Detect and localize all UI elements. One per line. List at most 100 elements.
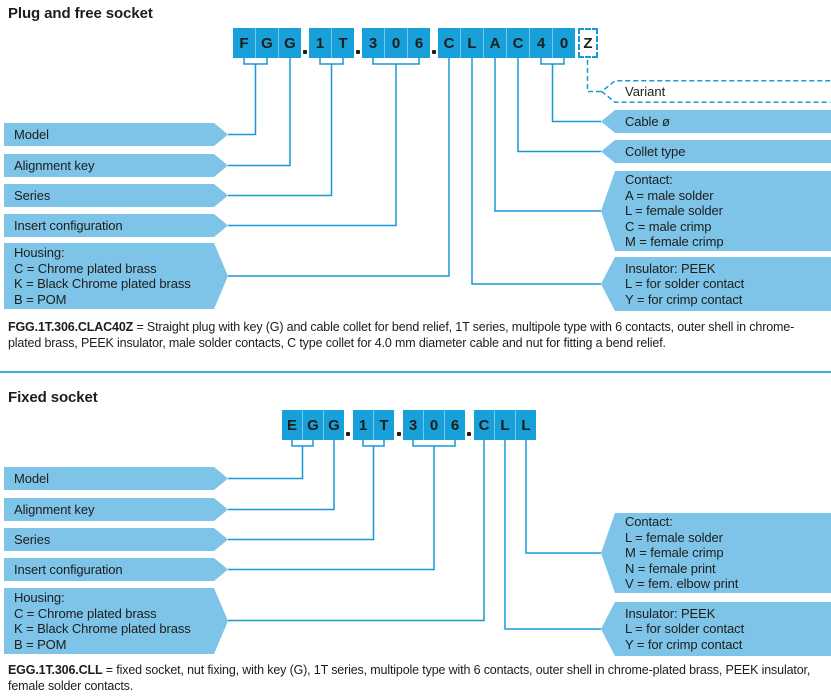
part-number-char: G	[303, 410, 323, 440]
part-number-char: L	[516, 410, 536, 440]
part-number-char: T	[332, 28, 354, 58]
label-text: C = male crimp	[625, 218, 712, 234]
label-text: Model	[14, 470, 49, 486]
label-text: Insert configuration	[14, 561, 123, 577]
part-number-char: E	[282, 410, 302, 440]
label-text: Contact:	[625, 514, 673, 530]
part-number-char: 6	[445, 410, 465, 440]
part-number-char: C	[474, 410, 494, 440]
section-title-fixed: Fixed socket	[8, 389, 98, 406]
label-text: Variant	[625, 84, 666, 99]
part-number-char: L	[461, 28, 483, 58]
label-text: C = Chrome plated brass	[14, 605, 157, 621]
part-number-char: 1	[309, 28, 331, 58]
label-text: Insulator: PEEK	[625, 605, 716, 621]
part-number-char: G	[324, 410, 344, 440]
group-separator-dot	[432, 50, 436, 54]
label-text: N = female print	[625, 560, 716, 576]
label-text: Insulator: PEEK	[625, 260, 716, 276]
label-alignment-key: Alignment key	[4, 498, 228, 521]
part-number-char: L	[495, 410, 515, 440]
group-separator-dot	[467, 432, 471, 436]
label-housing: Housing: C = Chrome plated brass K = Bla…	[4, 243, 228, 309]
part-number-char: C	[438, 28, 460, 58]
label-contact: Contact: A = male solder L = female sold…	[601, 171, 831, 251]
part-number-char: 6	[408, 28, 430, 58]
part-number-char: G	[256, 28, 278, 58]
label-cable-diameter: Cable ø	[601, 110, 831, 133]
part-number-char: 0	[553, 28, 575, 58]
label-text: K = Black Chrome plated brass	[14, 276, 191, 291]
label-insert-configuration: Insert configuration	[4, 558, 228, 581]
label-model: Model	[4, 123, 228, 146]
label-series: Series	[4, 528, 228, 551]
part-number-char: G	[279, 28, 301, 58]
label-text: Y = for crimp contact	[625, 636, 743, 652]
part-number-char: 0	[424, 410, 444, 440]
label-text: L = for solder contact	[625, 621, 745, 637]
label-insulator: Insulator: PEEK L = for solder contact Y…	[601, 257, 831, 311]
label-insert-configuration: Insert configuration	[4, 214, 228, 237]
label-collet-type: Collet type	[601, 140, 831, 163]
group-separator-dot	[397, 432, 401, 436]
label-insulator: Insulator: PEEK L = for solder contact Y…	[601, 602, 831, 656]
label-text: Collet type	[625, 143, 686, 159]
label-housing: Housing: C = Chrome plated brass K = Bla…	[4, 588, 228, 654]
label-text: Series	[14, 187, 51, 203]
label-text: B = POM	[14, 291, 67, 307]
label-model: Model	[4, 467, 228, 490]
label-text: Housing:	[14, 590, 65, 605]
group-separator-dot	[356, 50, 360, 54]
label-text: Series	[14, 531, 51, 547]
label-text: M = female crimp	[625, 545, 724, 561]
description-code: EGG.1T.306.CLL	[8, 663, 103, 677]
label-text: Alignment key	[14, 501, 95, 517]
part-number-char: 3	[362, 28, 384, 58]
label-text: Model	[14, 126, 49, 142]
group-separator-dot	[303, 50, 307, 54]
group-separator-dot	[346, 432, 350, 436]
label-text: L = female solder	[625, 203, 723, 219]
part-number-char: 3	[403, 410, 423, 440]
description-fixed: EGG.1T.306.CLL = fixed socket, nut fixin…	[8, 663, 826, 694]
part-number-char: F	[233, 28, 255, 58]
part-number-char: 4	[530, 28, 552, 58]
label-contact: Contact: L = female solder M = female cr…	[601, 513, 831, 593]
label-text: Cable ø	[625, 113, 670, 129]
label-text: L = female solder	[625, 529, 723, 545]
label-text: L = for solder contact	[625, 276, 745, 292]
description-text: = Straight plug with key (G) and cable c…	[8, 320, 795, 350]
part-number-char: C	[507, 28, 529, 58]
label-text: K = Black Chrome plated brass	[14, 621, 191, 636]
label-text: Insert configuration	[14, 217, 123, 233]
part-number-char: T	[374, 410, 394, 440]
section-title-plug: Plug and free socket	[8, 5, 153, 22]
description-text: = fixed socket, nut fixing, with key (G)…	[8, 663, 811, 693]
part-number-char: A	[484, 28, 506, 58]
section-divider	[0, 371, 831, 373]
description-plug: FGG.1T.306.CLAC40Z = Straight plug with …	[8, 320, 826, 351]
label-variant: Variant	[601, 80, 831, 103]
label-text: Housing:	[14, 245, 65, 260]
label-series: Series	[4, 184, 228, 207]
description-code: FGG.1T.306.CLAC40Z	[8, 320, 134, 334]
label-text: Alignment key	[14, 157, 95, 173]
label-text: M = female crimp	[625, 234, 724, 250]
label-text: C = Chrome plated brass	[14, 260, 157, 276]
label-text: A = male solder	[625, 187, 714, 203]
part-number-char: 0	[385, 28, 407, 58]
label-text: Y = for crimp contact	[625, 291, 743, 307]
variant-char-box: Z	[578, 28, 598, 58]
label-alignment-key: Alignment key	[4, 154, 228, 177]
label-text: V = fem. elbow print	[625, 576, 739, 592]
label-text: Contact:	[625, 172, 673, 188]
label-text: B = POM	[14, 636, 67, 652]
